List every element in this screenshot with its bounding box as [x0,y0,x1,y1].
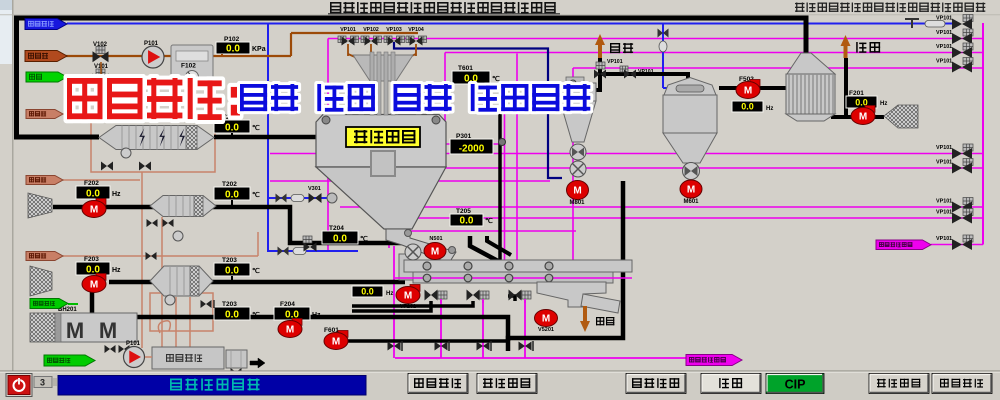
svg-text:0.0: 0.0 [86,189,100,200]
svg-text:T203: T203 [222,301,237,308]
svg-text:M: M [859,112,867,123]
svg-text:P101: P101 [144,41,159,47]
svg-text:℃: ℃ [252,267,260,275]
svg-text:VP101: VP101 [638,69,654,75]
svg-text:0.0: 0.0 [225,310,239,321]
svg-text:VF201: VF201 [400,304,416,310]
svg-text:P102: P102 [224,36,240,43]
svg-text:0.0: 0.0 [226,44,240,55]
svg-text:M: M [90,205,98,216]
svg-text:M: M [66,318,84,343]
svg-text:F102: F102 [181,63,196,70]
svg-text:P301: P301 [456,133,472,140]
svg-text:℃: ℃ [252,311,260,319]
svg-text:Hz: Hz [766,106,773,112]
svg-text:VP101: VP101 [607,59,623,65]
svg-text:0.0: 0.0 [285,310,299,321]
svg-text:℃: ℃ [492,75,500,83]
svg-text:℃: ℃ [252,124,260,132]
svg-text:VP104: VP104 [408,27,424,33]
svg-text:℃: ℃ [485,217,493,225]
svg-text:F601: F601 [324,327,339,334]
svg-text:0.0: 0.0 [464,74,478,85]
svg-text:F201: F201 [849,90,864,97]
svg-text:T202: T202 [222,181,237,188]
svg-text:VP102: VP102 [363,27,379,33]
svg-text:M: M [431,247,439,258]
svg-text:F502: F502 [739,76,754,83]
svg-text:T601: T601 [458,65,473,72]
svg-text:M: M [744,86,752,97]
svg-text:-2000: -2000 [459,144,485,155]
svg-text:T203: T203 [222,257,237,264]
svg-text:Hz: Hz [386,291,393,297]
svg-text:0.0: 0.0 [741,102,754,112]
svg-text:M: M [99,318,117,343]
svg-text:0.0: 0.0 [460,216,474,227]
svg-text:℃: ℃ [252,191,260,199]
svg-text:VP101: VP101 [936,59,952,65]
svg-text:0.0: 0.0 [855,98,868,108]
svg-text:M: M [687,185,695,196]
svg-text:Hz: Hz [880,101,887,107]
svg-text:T204: T204 [329,225,344,232]
svg-text:0.0: 0.0 [225,123,239,134]
svg-text:0.0: 0.0 [225,266,239,277]
svg-text:M601: M601 [683,199,699,205]
svg-text:VP101: VP101 [936,236,952,242]
svg-text:3: 3 [40,378,45,388]
svg-text:T205: T205 [456,208,471,215]
svg-text:N501: N501 [429,236,442,242]
svg-text:V301: V301 [308,186,321,192]
svg-text:Hz: Hz [112,191,121,198]
svg-text:F203: F203 [84,256,99,263]
svg-text:VP101: VP101 [936,210,952,216]
svg-text:BH201: BH201 [58,307,77,313]
svg-text:F202: F202 [84,180,99,187]
svg-text:VP101: VP101 [340,27,356,33]
svg-text:F204: F204 [280,301,295,308]
svg-text:V102: V102 [93,42,108,48]
svg-text:M801: M801 [569,200,585,206]
svg-text:0.0: 0.0 [225,190,239,201]
svg-text:0.0: 0.0 [333,234,347,245]
svg-text:VP101: VP101 [936,30,952,36]
svg-text:V5201: V5201 [538,327,554,333]
svg-text:0.0: 0.0 [361,287,374,297]
svg-text:VP101: VP101 [936,16,952,22]
svg-text:M: M [404,291,412,302]
svg-text:P101: P101 [126,341,141,347]
svg-text:Hz: Hz [312,312,321,319]
svg-text:M: M [573,186,581,197]
svg-text:KPa: KPa [252,46,266,53]
svg-text:M: M [286,325,294,336]
svg-text:Hz: Hz [112,267,121,274]
svg-text:℃: ℃ [360,235,368,243]
svg-text:CIP: CIP [785,378,806,392]
svg-text:VP101: VP101 [936,145,952,151]
svg-text:0.0: 0.0 [86,265,100,276]
svg-text:VP101: VP101 [936,199,952,205]
svg-text:VP101: VP101 [936,160,952,166]
svg-text:M: M [542,314,550,325]
svg-text:VP103: VP103 [386,27,402,33]
svg-text:VP101: VP101 [936,44,952,50]
svg-text:M: M [332,337,340,348]
svg-text:M: M [90,280,98,291]
